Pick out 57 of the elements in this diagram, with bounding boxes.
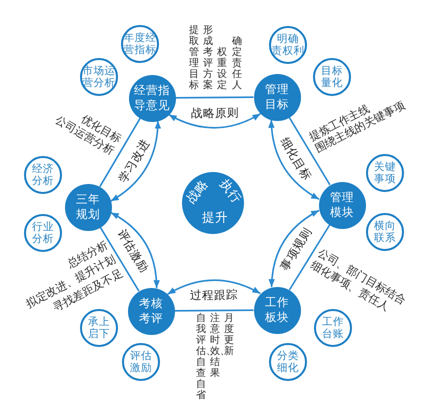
circle-label: 横向联系 bbox=[374, 220, 396, 244]
curved-arrow bbox=[110, 212, 160, 288]
topic-circle bbox=[366, 213, 404, 251]
circle-label: 三年规划 bbox=[76, 192, 100, 222]
circle-label: 工作板块 bbox=[265, 295, 289, 325]
process-circle bbox=[64, 184, 112, 230]
circle-label: 考核考评 bbox=[139, 296, 163, 326]
edge-label: 战略原则 bbox=[188, 106, 241, 121]
vertical-note: 月度更新 bbox=[224, 313, 234, 357]
process-circle bbox=[254, 286, 300, 334]
topic-circle bbox=[122, 343, 160, 381]
topic-circle bbox=[314, 309, 352, 347]
core-label: 战略 bbox=[183, 176, 211, 206]
curved-arrow bbox=[268, 120, 320, 200]
circle-label: 经营指导意见 bbox=[134, 83, 170, 113]
curved-arrow bbox=[167, 279, 261, 295]
straight-line bbox=[100, 226, 140, 292]
circle-label: 年度经营指标 bbox=[124, 32, 156, 56]
vertical-note: 形成考评方案 bbox=[203, 25, 213, 91]
circle-label: 管理目标 bbox=[265, 82, 289, 112]
circle-label: 评估激励 bbox=[130, 350, 152, 374]
circle-label: 目标量化 bbox=[321, 64, 343, 90]
circle-label: 明确责权利 bbox=[272, 32, 304, 58]
topic-circle bbox=[24, 156, 62, 194]
process-circle bbox=[254, 74, 300, 120]
circle-label: 行业分析 bbox=[32, 220, 54, 246]
circle-label: 市场运营分析 bbox=[82, 64, 116, 90]
topic-circle bbox=[366, 154, 404, 192]
straight-line bbox=[288, 224, 330, 290]
vertical-note: 提取管理目标 bbox=[189, 25, 199, 91]
circle-label: 关键事项 bbox=[374, 160, 396, 186]
circle-label: 分类细化 bbox=[277, 350, 299, 374]
curved-arrow bbox=[268, 210, 320, 288]
topic-circle bbox=[80, 58, 118, 96]
vertical-note: 权重设定 bbox=[217, 47, 227, 91]
topic-circle bbox=[121, 25, 159, 63]
straight-line bbox=[176, 96, 254, 99]
circle-label: 承上启下 bbox=[88, 316, 110, 340]
curved-arrow bbox=[110, 120, 161, 202]
circle-label: 经济分析 bbox=[32, 162, 54, 188]
straight-line bbox=[99, 118, 141, 188]
topic-circle bbox=[269, 26, 307, 64]
straight-line bbox=[288, 116, 331, 186]
topic-circle bbox=[80, 309, 118, 347]
core-label: 执行 bbox=[217, 176, 245, 206]
process-circle bbox=[318, 182, 366, 228]
circle-label: 工作台账 bbox=[322, 316, 344, 340]
straight-line bbox=[174, 309, 254, 312]
topic-circle bbox=[313, 58, 351, 96]
core-label: 提升 bbox=[202, 210, 228, 224]
curved-arrow bbox=[168, 113, 261, 129]
edge-label: 过程跟踪 bbox=[188, 287, 240, 302]
process-circle bbox=[128, 288, 174, 334]
vertical-note: 确定责任人 bbox=[232, 36, 242, 91]
topic-circle bbox=[24, 214, 62, 252]
circle-label: 管理模块 bbox=[330, 190, 354, 220]
topic-circle bbox=[269, 343, 307, 381]
